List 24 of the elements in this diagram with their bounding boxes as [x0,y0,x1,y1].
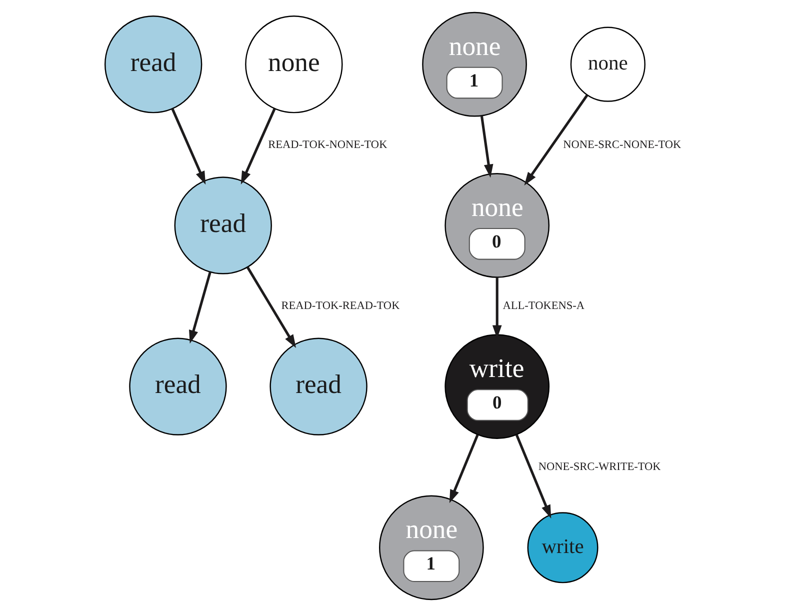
node-circle: read [269,338,367,436]
arrow [480,116,493,178]
arrow [240,108,276,185]
arrow [514,434,551,518]
node-circle: none 1 [378,495,484,600]
edge-label: ALL-TOKENS-A [502,300,584,312]
arrow [448,434,478,504]
node-circle: read [128,338,226,436]
arrow [188,272,211,344]
node-circle: none [244,16,342,114]
edge-label: READ-TOK-READ-TOK [280,300,400,312]
node-circle: write 0 [444,334,550,439]
edge-label: READ-TOK-NONE-TOK [268,138,387,151]
node-circle: none [570,26,645,102]
edge-label: NONE-SRC-WRITE-TOK [538,460,660,473]
node-circle: none 1 [422,12,526,117]
node-circle: write [526,512,598,584]
edge-label: NONE-SRC-NONE-TOK [562,138,681,151]
arrow [246,266,296,348]
node-circle: none 0 [444,173,550,278]
node-circle: read [174,176,272,274]
node-circle: read [104,16,202,114]
arrow [170,108,206,185]
arrow [524,94,588,186]
